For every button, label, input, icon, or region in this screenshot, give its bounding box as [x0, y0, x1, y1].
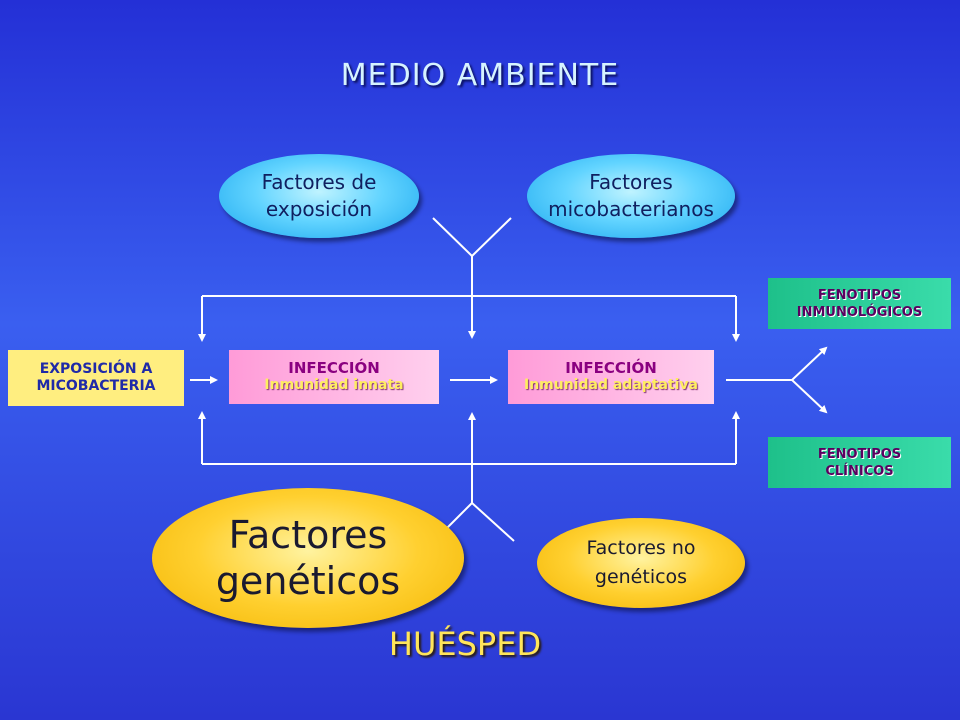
infection-innate-box: INFECCIÓN Inmunidad innata [229, 350, 439, 404]
genetic-factors-ellipse: Factores genéticos [152, 488, 464, 628]
infection-adaptive-subtitle: Inmunidad adaptativa [523, 377, 698, 393]
infection-adaptive-title: INFECCIÓN [565, 359, 657, 377]
genetic-factors-line2: genéticos [215, 559, 401, 603]
mycobacterial-factors-line1: Factores [589, 170, 673, 194]
infection-adaptive-box: INFECCIÓN Inmunidad adaptativa [508, 350, 714, 404]
mycobacterial-factors-line2: micobacterianos [548, 197, 714, 221]
clinical-phenotypes-box: FENOTIPOS CLÍNICOS [768, 437, 951, 488]
exposure-box-line2: MICOBACTERIA [36, 378, 156, 394]
exposure-factors-ellipse: Factores de exposición [219, 154, 419, 238]
non-genetic-factors-ellipse: Factores no genéticos [537, 518, 745, 608]
non-genetic-factors-line2: genéticos [594, 566, 688, 588]
infection-innate-subtitle: Inmunidad innata [264, 377, 404, 393]
infection-innate-title: INFECCIÓN [288, 359, 380, 377]
clinical-phenotypes-line1: FENOTIPOS [817, 446, 902, 462]
immunological-phenotypes-line1: FENOTIPOS [817, 287, 902, 303]
clinical-phenotypes-line2: CLÍNICOS [825, 463, 894, 479]
exposure-box-line1: EXPOSICIÓN A [39, 361, 153, 377]
non-genetic-factors-line1: Factores no [586, 537, 696, 559]
immunological-phenotypes-line2: INMUNOLÓGICOS [796, 304, 923, 320]
exposure-factors-line1: Factores de [261, 170, 377, 194]
mycobacterial-factors-ellipse: Factores micobacterianos [527, 154, 735, 238]
genetic-factors-line1: Factores [228, 513, 388, 557]
exposure-box: EXPOSICIÓN A MICOBACTERIA [8, 350, 184, 406]
host-title: HUÉSPED [388, 625, 542, 663]
immunological-phenotypes-box: FENOTIPOS INMUNOLÓGICOS [768, 278, 951, 329]
exposure-factors-line2: exposición [265, 197, 373, 221]
environment-title: MEDIO AMBIENTE [340, 58, 620, 93]
